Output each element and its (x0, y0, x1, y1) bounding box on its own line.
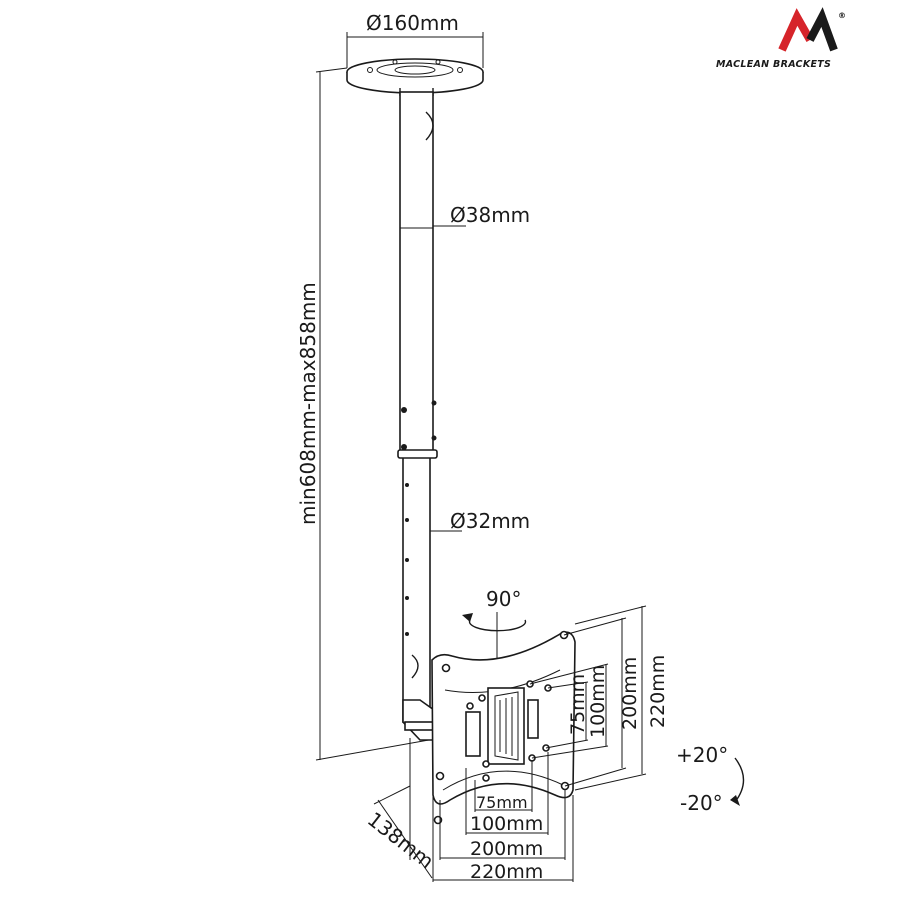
lower-tube-diameter-label: Ø32mm (450, 509, 530, 533)
vesa-200-width-label: 200mm (470, 838, 543, 860)
swivel-angle-label: 90° (486, 587, 521, 611)
brand-name: MACLEAN BRACKETS (716, 59, 831, 70)
lower-tube (397, 449, 438, 723)
depth-label: 138mm (363, 807, 439, 873)
height-range-label: min608mm-max858mm (296, 282, 320, 525)
vesa-width-dimensions: 75mm 100mm 200mm 220mm (432, 752, 574, 883)
vesa-200-height-label: 200mm (619, 657, 641, 730)
brand-logo: ® MACLEAN BRACKETS (716, 7, 846, 70)
registered-mark: ® (838, 11, 846, 20)
tilt-up-label: +20° (676, 743, 728, 767)
vesa-220-width-label: 220mm (470, 861, 543, 883)
ceiling-plate (346, 58, 484, 96)
height-dimension: min608mm-max858mm (296, 67, 441, 761)
depth-dimension: 138mm (363, 785, 439, 879)
vesa-75-height-label: 75mm (567, 674, 589, 735)
plate-diameter-label: Ø160mm (366, 11, 459, 35)
vesa-75-width-label: 75mm (476, 793, 528, 812)
upper-tube-diameter-label: Ø38mm (450, 203, 530, 227)
tilt-indicator: +20° -20° (676, 743, 745, 815)
vesa-100-width-label: 100mm (470, 813, 543, 835)
swivel-indicator: 90° (462, 587, 527, 665)
vesa-height-dimensions: 75mm 100mm 200mm 220mm (529, 605, 669, 791)
vesa-100-height-label: 100mm (587, 665, 609, 738)
plate-diameter-dimension: Ø160mm (346, 11, 484, 68)
upper-tube-diameter-dimension: Ø38mm (433, 203, 530, 227)
lower-tube-diameter-dimension: Ø32mm (430, 509, 530, 533)
maclean-m-logo-icon (778, 7, 838, 52)
tilt-down-label: -20° (680, 791, 723, 815)
vesa-220-height-label: 220mm (647, 655, 669, 728)
upper-tube (399, 91, 437, 455)
